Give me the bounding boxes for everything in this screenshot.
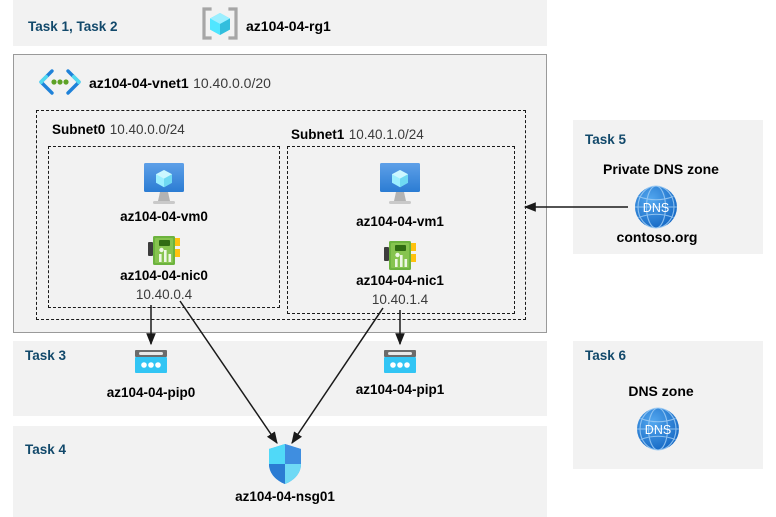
- private-dns-zone-icon: DNS: [632, 183, 680, 231]
- task-label-1-2: Task 1, Task 2: [28, 19, 118, 34]
- task-label-5: Task 5: [585, 132, 627, 147]
- nsg-name: az104-04-nsg01: [235, 489, 335, 504]
- nic-1-ip: 10.40.1.4: [371, 292, 429, 307]
- nic-0-ip: 10.40.0.4: [135, 287, 193, 302]
- pip-1-icon: [380, 347, 420, 379]
- nic-0-icon: [146, 234, 184, 268]
- subnet-0-name: Subnet0: [52, 122, 106, 137]
- subnet-1-title: Subnet1 10.40.1.0/24: [291, 126, 424, 144]
- vm-1-icon: [372, 160, 428, 208]
- svg-text:DNS: DNS: [643, 201, 669, 215]
- subnet-1-cidr: 10.40.1.0/24: [348, 127, 424, 142]
- task-3-panel: [13, 341, 547, 416]
- pip-0-icon: [131, 347, 171, 379]
- svg-text:DNS: DNS: [645, 423, 671, 437]
- dns-zone-heading: DNS zone: [628, 383, 694, 399]
- subnet-1-name: Subnet1: [291, 127, 345, 142]
- virtual-network-icon: [36, 68, 84, 96]
- private-dns-zone-name: contoso.org: [616, 229, 698, 245]
- subnet-0-title: Subnet0 10.40.0.0/24: [52, 121, 185, 139]
- task-label-6: Task 6: [585, 348, 627, 363]
- vnet-address-space: 10.40.0.0/20: [193, 75, 271, 91]
- dns-zone-icon: DNS: [634, 405, 682, 453]
- nsg-icon: [265, 442, 305, 486]
- task-label-4: Task 4: [25, 442, 67, 457]
- task-label-3: Task 3: [25, 348, 67, 363]
- vm-1-name: az104-04-vm1: [356, 214, 444, 229]
- task-5-panel: [573, 120, 763, 254]
- nic-0-name: az104-04-nic0: [120, 268, 208, 283]
- vnet-name: az104-04-vnet1: [89, 75, 189, 91]
- nic-1-name: az104-04-nic1: [356, 273, 444, 288]
- private-dns-zone-heading: Private DNS zone: [603, 161, 719, 177]
- resource-group-name: az104-04-rg1: [246, 18, 331, 34]
- resource-group-panel: [13, 0, 547, 46]
- task-6-panel: [573, 341, 763, 469]
- subnets-container: [36, 110, 526, 320]
- subnet-0-cidr: 10.40.0.0/24: [109, 122, 185, 137]
- resource-group-icon: [199, 6, 241, 41]
- vnet-title-row: az104-04-vnet1 10.40.0.0/20: [89, 75, 271, 93]
- pip-1-name: az104-04-pip1: [355, 382, 445, 397]
- nic-1-icon: [382, 239, 420, 273]
- vm-0-icon: [136, 160, 192, 208]
- vm-0-name: az104-04-vm0: [120, 209, 208, 224]
- pip-0-name: az104-04-pip0: [106, 385, 196, 400]
